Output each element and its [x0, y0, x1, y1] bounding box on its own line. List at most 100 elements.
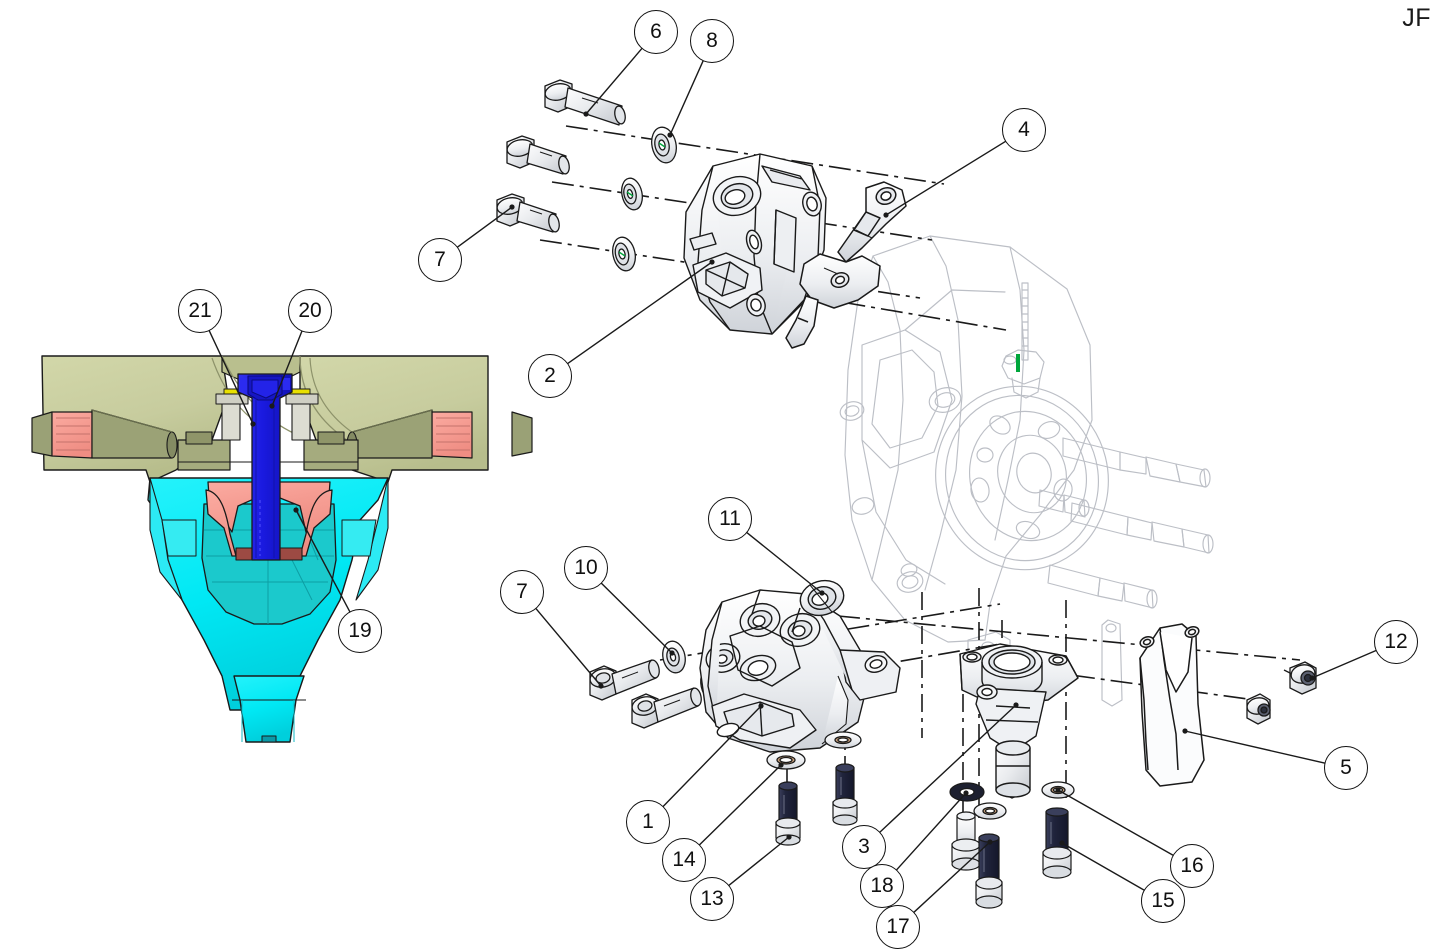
upper-washer-1 [651, 126, 677, 164]
balloon-number: 17 [886, 914, 910, 938]
balloon-number: 5 [1340, 755, 1352, 779]
bushing-sleeve [799, 579, 845, 617]
balloon-callout-20[interactable]: 20 [288, 289, 332, 333]
leader-line-15 [1061, 842, 1145, 891]
balloon-number: 8 [706, 28, 718, 52]
balloon-number: 16 [1180, 853, 1204, 877]
balloon-callout-15[interactable]: 15 [1141, 879, 1185, 923]
balloon-callout-12[interactable]: 12 [1374, 620, 1418, 664]
leader-line-21 [208, 330, 254, 425]
leader-line-6 [585, 48, 643, 115]
balloon-number: 2 [544, 363, 556, 387]
leader-dot-13 [786, 834, 792, 840]
leader-dot-16 [1055, 787, 1061, 793]
leader-dot-4 [883, 212, 889, 218]
leader-line-8 [669, 60, 704, 136]
balloon-callout-3[interactable]: 3 [842, 825, 886, 869]
spacer-sleeve-18 [951, 811, 981, 871]
balloon-leader-lines [208, 48, 1377, 913]
balloon-callout-1[interactable]: 1 [626, 800, 670, 844]
leader-dot-6 [583, 111, 589, 117]
balloon-callout-16[interactable]: 16 [1170, 844, 1214, 888]
balloon-callout-11[interactable]: 11 [708, 497, 752, 541]
balloon-callout-7[interactable]: 7 [418, 238, 462, 282]
balloon-callout-6[interactable]: 6 [634, 10, 678, 54]
leader-line-18 [896, 792, 967, 871]
balloon-callout-18[interactable]: 18 [860, 864, 904, 908]
leader-line-7 [535, 608, 602, 687]
leader-line-10 [600, 582, 673, 654]
u-shield-bracket [1139, 623, 1205, 787]
leader-dot-7 [509, 204, 515, 210]
upper-shoulder-bolt-3 [496, 193, 560, 233]
balloon-number: 1 [642, 809, 654, 833]
leader-line-7 [457, 206, 513, 248]
steering-arm-lever [785, 181, 907, 349]
balloon-number: 18 [870, 873, 894, 897]
balloon-callout-17[interactable]: 17 [876, 905, 920, 949]
leader-dot-21 [250, 421, 256, 427]
leader-dot-8 [667, 132, 673, 138]
leader-line-3 [879, 704, 1017, 833]
hex-bolt-15 [1042, 807, 1072, 879]
leader-line-12 [1311, 649, 1377, 679]
washer-14 [766, 750, 806, 770]
upper-mount-bracket [683, 153, 827, 335]
balloon-callout-19[interactable]: 19 [338, 609, 382, 653]
upper-shoulder-bolt-2 [506, 135, 570, 175]
balloon-number: 14 [672, 847, 696, 871]
lower-shoulder-bolt-2 [631, 687, 702, 729]
leader-dot-18 [963, 790, 969, 796]
leader-dot-11 [819, 590, 825, 596]
balloon-callout-2[interactable]: 2 [528, 354, 572, 398]
balloon-number: 13 [700, 886, 724, 910]
balloon-number: 20 [298, 298, 322, 322]
hex-bolt-13 [775, 781, 801, 846]
balloon-number: 11 [719, 506, 741, 530]
balloon-number: 10 [574, 555, 598, 579]
flange-bolt-right-2 [1246, 693, 1271, 725]
leader-line-13 [728, 836, 790, 886]
leader-line-1 [662, 705, 762, 807]
balloon-number: 4 [1018, 117, 1030, 141]
balloon-callout-8[interactable]: 8 [690, 19, 734, 63]
balloon-callout-14[interactable]: 14 [662, 838, 706, 882]
leader-line-14 [699, 764, 782, 846]
upper-washer-2 [621, 177, 643, 211]
balloon-number: 3 [858, 834, 870, 858]
leader-dot-14 [778, 762, 784, 768]
balloon-callout-5[interactable]: 5 [1324, 746, 1368, 790]
leader-line-16 [1057, 789, 1174, 856]
balloon-callout-7[interactable]: 7 [500, 570, 544, 614]
leader-dot-7 [598, 683, 604, 689]
balloon-callout-13[interactable]: 13 [690, 877, 734, 921]
leader-dot-10 [669, 650, 675, 656]
upper-washer-3 [612, 236, 636, 272]
leader-dot-3 [1013, 702, 1019, 708]
leader-line-20 [271, 330, 303, 407]
flange-bolt-right-1 [1283, 661, 1317, 695]
balloon-callout-4[interactable]: 4 [1002, 108, 1046, 152]
leader-dot-19 [293, 507, 299, 513]
leader-dot-20 [269, 403, 275, 409]
sheet-corner-mark: JF [1402, 4, 1431, 32]
balloon-number: 12 [1384, 629, 1408, 653]
leader-dot-15 [1059, 840, 1065, 846]
leader-line-19 [295, 509, 351, 613]
balloon-callout-21[interactable]: 21 [178, 289, 222, 333]
balloon-callout-10[interactable]: 10 [564, 546, 608, 590]
leader-line-11 [746, 532, 823, 594]
leader-line-4 [885, 140, 1006, 216]
leader-dot-5 [1182, 728, 1188, 734]
ball-joint-housing [959, 643, 1079, 799]
lower-shoulder-bolt-1 [589, 659, 660, 701]
leader-dot-2 [709, 259, 715, 265]
balloon-number: 21 [188, 298, 212, 322]
leader-dot-1 [758, 703, 764, 709]
leader-line-17 [913, 841, 991, 913]
washer-17 [973, 802, 1007, 820]
green-mark-sensor [1016, 354, 1020, 372]
hex-bolt-center [832, 763, 858, 826]
